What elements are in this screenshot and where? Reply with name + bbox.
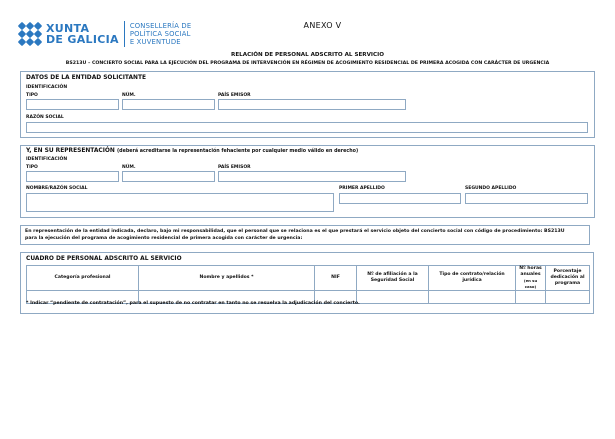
applicant-number-label: NÚM. bbox=[122, 93, 136, 98]
applicant-type-field[interactable] bbox=[26, 99, 119, 110]
col-affiliation: Nº de afiliación a la Seguridad Social bbox=[356, 265, 429, 291]
representative-name-label: NOMBRE/RAZÓN SOCIAL bbox=[26, 186, 88, 191]
staff-footnote: * Indicar “pendiente de contratación”, p… bbox=[26, 301, 360, 306]
applicant-section: DATOS DE LA ENTIDAD SOLICITANTE IDENTIFI… bbox=[20, 71, 595, 138]
xunta-logo: XUNTA DE GALICIA CONSELLERÍA DE POLÍTICA… bbox=[17, 20, 192, 48]
logo-department: CONSELLERÍA DE POLÍTICA SOCIAL E XUVENTU… bbox=[129, 22, 192, 46]
applicant-number-field[interactable] bbox=[122, 99, 215, 110]
applicant-business-name-label: RAZÓN SOCIAL bbox=[26, 115, 64, 120]
document-subtitle: BS213U – CONCIERTO SOCIAL PARA LA EJECUC… bbox=[65, 61, 550, 66]
representative-second-surname-field[interactable] bbox=[465, 193, 588, 204]
col-contract: Tipo de contrato/relación jurídica bbox=[428, 265, 516, 291]
representative-number-field[interactable] bbox=[122, 171, 215, 182]
staff-table: Categoría profesional Nombre y apellidos… bbox=[26, 265, 590, 304]
col-category: Categoría profesional bbox=[26, 265, 139, 291]
representative-section: Y, EN SU REPRESENTACIÓN (deberá acredita… bbox=[20, 145, 595, 218]
document-title: RELACIÓN DE PERSONAL ADSCRITO AL SERVICI… bbox=[231, 52, 384, 58]
applicant-section-title: DATOS DE LA ENTIDAD SOLICITANTE bbox=[26, 75, 146, 81]
representative-second-surname-label: SEGUNDO APELLIDO bbox=[465, 186, 517, 191]
representative-first-surname-field[interactable] bbox=[339, 193, 461, 204]
representative-identification-label: IDENTIFICACIÓN bbox=[26, 157, 68, 162]
representative-note: (deberá acreditarse la representación fe… bbox=[116, 149, 359, 154]
col-dedication: Porcentaje dedicación al programa bbox=[545, 265, 590, 291]
applicant-country-label: PAÍS EMISOR bbox=[218, 93, 251, 98]
staff-section: CUADRO DE PERSONAL ADSCRITO AL SERVICIO bbox=[20, 252, 594, 314]
col-nif: NIF bbox=[314, 265, 357, 291]
logo-name: XUNTA DE GALICIA bbox=[46, 22, 119, 46]
col-name: Nombre y apellidos * bbox=[138, 265, 315, 291]
declaration-text: En representación de la entidad indicada… bbox=[20, 225, 590, 245]
applicant-country-field[interactable] bbox=[218, 99, 406, 110]
applicant-identification-label: IDENTIFICACIÓN bbox=[26, 85, 68, 90]
representative-type-label: TIPO bbox=[26, 165, 38, 170]
logo-divider bbox=[123, 21, 125, 47]
cell-hours[interactable] bbox=[515, 290, 546, 304]
table-row bbox=[26, 290, 590, 304]
cell-dedication[interactable] bbox=[545, 290, 590, 304]
representative-first-surname-label: PRIMER APELLIDO bbox=[339, 186, 385, 191]
col-hours: Nº horas anuales (en su caso) bbox=[515, 265, 546, 291]
applicant-type-label: TIPO bbox=[26, 93, 38, 98]
staff-table-header: Categoría profesional Nombre y apellidos… bbox=[26, 265, 590, 291]
staff-section-title: CUADRO DE PERSONAL ADSCRITO AL SERVICIO bbox=[26, 256, 182, 262]
cell-contract[interactable] bbox=[428, 290, 516, 304]
cell-affiliation[interactable] bbox=[356, 290, 429, 304]
representative-type-field[interactable] bbox=[26, 171, 119, 182]
representative-number-label: NÚM. bbox=[122, 165, 136, 170]
representative-section-title: Y, EN SU REPRESENTACIÓN (deberá acredita… bbox=[26, 148, 359, 154]
representative-name-field[interactable] bbox=[26, 193, 334, 212]
annex-label: ANEXO V bbox=[303, 21, 342, 30]
applicant-business-name-field[interactable] bbox=[26, 122, 588, 133]
representative-country-field[interactable] bbox=[218, 171, 406, 182]
representative-country-label: PAÍS EMISOR bbox=[218, 165, 251, 170]
